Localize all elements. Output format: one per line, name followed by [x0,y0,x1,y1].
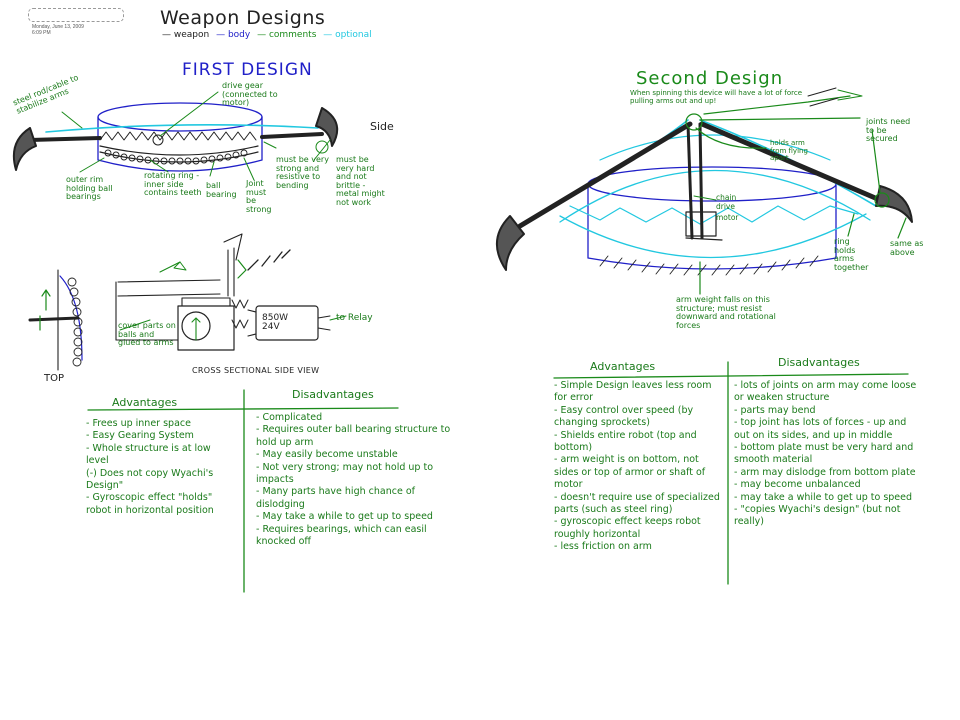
color-legend: — weapon — body — comments — optional [162,30,376,40]
side-label: Side [370,120,394,133]
label-same-as-above: same as above [890,239,924,257]
first-disadvantage-item: - Not very strong; may not hold up to im… [256,461,434,486]
first-ring-teeth [99,131,257,141]
label-chain-drive: chain drive [716,193,737,211]
first-disadvantage-item: - Many parts have high chance of dislodg… [256,486,415,510]
second-design-title: Second Design [636,68,784,89]
second-advantage-item: - arm weight is on bottom, not sides or … [554,454,706,491]
second-advantage-item: - Shields entire robot (top and bottom) [554,429,697,454]
first-disadvantage-item: - Requires outer ball bearing structure … [256,424,451,448]
first-advantage-item: - Gyroscopic effect "holds" robot in hor… [86,492,214,516]
first-disadvantage-item: - May easily become unstable [256,449,398,461]
label-must-be-strong: must be very strong and resistive to ben… [276,155,329,190]
page-title: Weapon Designs [160,7,326,29]
first-disadvantage-item: - Requires bearings, which can easil kno… [256,523,427,548]
label-cover-parts: cover parts on balls and glued to arms [118,321,176,347]
legend-optional: — optional [323,30,372,40]
note-date-day: Monday, June 13, 2009 [32,24,84,30]
first-design-table-lines [87,389,399,593]
second-disadvantages-list: - lots of joints on arm may come loose o… [734,380,920,529]
first-bearings [104,149,248,165]
second-right-blade [875,185,913,223]
note-date: Monday, June 13, 2009 6:09 PM [32,24,84,36]
legend-comments: — comments [257,30,317,40]
first-design-cross-section [115,233,347,351]
second-advantage-item: - Easy control over speed (by changing s… [554,404,694,429]
label-outer-rim: outer rim holding ball bearings [66,175,113,201]
second-design-drawing [495,87,913,295]
second-disadvantages-title: Disadvantages [778,356,860,369]
second-left-blade [495,215,525,271]
second-advantage-item: - gyroscopic effect keeps robot roughly … [554,516,701,540]
first-left-arm [28,136,102,142]
label-drive-gear: drive gear (connected to motor) [222,81,278,107]
second-disadvantage-item: - lots of joints on arm may come loose o… [734,380,917,404]
second-right-arm [699,121,883,203]
second-advantages-title: Advantages [590,360,656,373]
label-rotating-ring: rotating ring - inner side contains teet… [144,171,202,197]
label-joints-secured: joints need to be secured [866,117,911,143]
first-advantages-list: - Frees up inner space - Easy Gearing Sy… [86,418,236,517]
second-drum-wall [587,183,837,270]
second-advantage-item: - Simple Design leaves less room for err… [554,380,712,404]
label-arm-weight: arm weight falls on this structure; must… [676,295,776,330]
label-must-be-hard: must be very hard and not brittle - meta… [336,155,385,207]
second-disadvantage-item: - top joint has lots of forces - up and … [734,417,907,441]
first-advantage-item: (-) Does not copy Wyachi's Design" [86,467,214,492]
first-advantages-title: Advantages [112,396,178,409]
note-title-box [28,8,124,22]
first-drive-gear [152,134,164,146]
legend-weapon: — weapon [162,30,210,40]
second-disadvantage-item: - "copies Wyachi's design" (but not real… [734,504,901,528]
second-left-arm [517,121,693,229]
label-joint: Joint must be strong [246,179,272,214]
label-ball-bearing: ball bearing [206,181,237,199]
cross-section-label: CROSS SECTIONAL SIDE VIEW [192,366,320,375]
note-date-time: 6:09 PM [32,30,51,36]
second-disadvantage-item: - may take a while to get up to speed [734,491,913,503]
first-disadvantages-title: Disadvantages [292,388,374,401]
second-advantage-item: - doesn't require use of specialized par… [554,491,720,516]
first-advantage-item: - Frees up inner space [86,418,191,429]
second-design-table-lines [553,361,909,585]
motor-rating: 850W 24V [262,313,289,332]
second-motor [685,211,717,237]
top-label: TOP [44,373,65,384]
label-ring-holds: ring holds arms together [834,237,869,272]
first-disadvantages-list: - Complicated - Requires outer ball bear… [256,412,456,548]
first-advantage-item: - Easy Gearing System [86,430,194,442]
first-design-top-view [28,269,83,371]
first-advantage-item: - Whole structure is at low level [86,442,211,467]
second-disadvantage-item: - arm may dislodge from bottom plate [734,466,916,478]
first-right-blade [315,107,339,147]
label-motor: motor [716,213,739,222]
first-right-arm [260,132,324,139]
legend-body: — body [216,30,251,40]
label-holds-arm: holds arm from flying apart [770,139,808,162]
first-design-side-view [12,91,339,181]
second-disadvantage-item: - bottom plate must be very hard and smo… [734,442,914,466]
second-advantage-item: - less friction on arm [554,541,652,553]
first-left-blade [12,127,37,171]
first-disadvantage-item: - Complicated [256,412,323,423]
first-steel-rod [45,124,319,133]
label-to-relay: to Relay [336,313,373,323]
first-disadvantage-item: - May take a while to get up to speed [256,511,433,523]
second-drum-top [587,166,837,202]
first-design-title: FIRST DESIGN [182,60,313,80]
second-disadvantage-item: - may become unbalanced [734,479,861,491]
label-spinning: When spinning this device will have a lo… [630,89,802,105]
second-disadvantage-item: - parts may bend [734,404,816,416]
second-advantages-list: - Simple Design leaves less room for err… [554,380,722,554]
second-shaft [686,122,704,240]
